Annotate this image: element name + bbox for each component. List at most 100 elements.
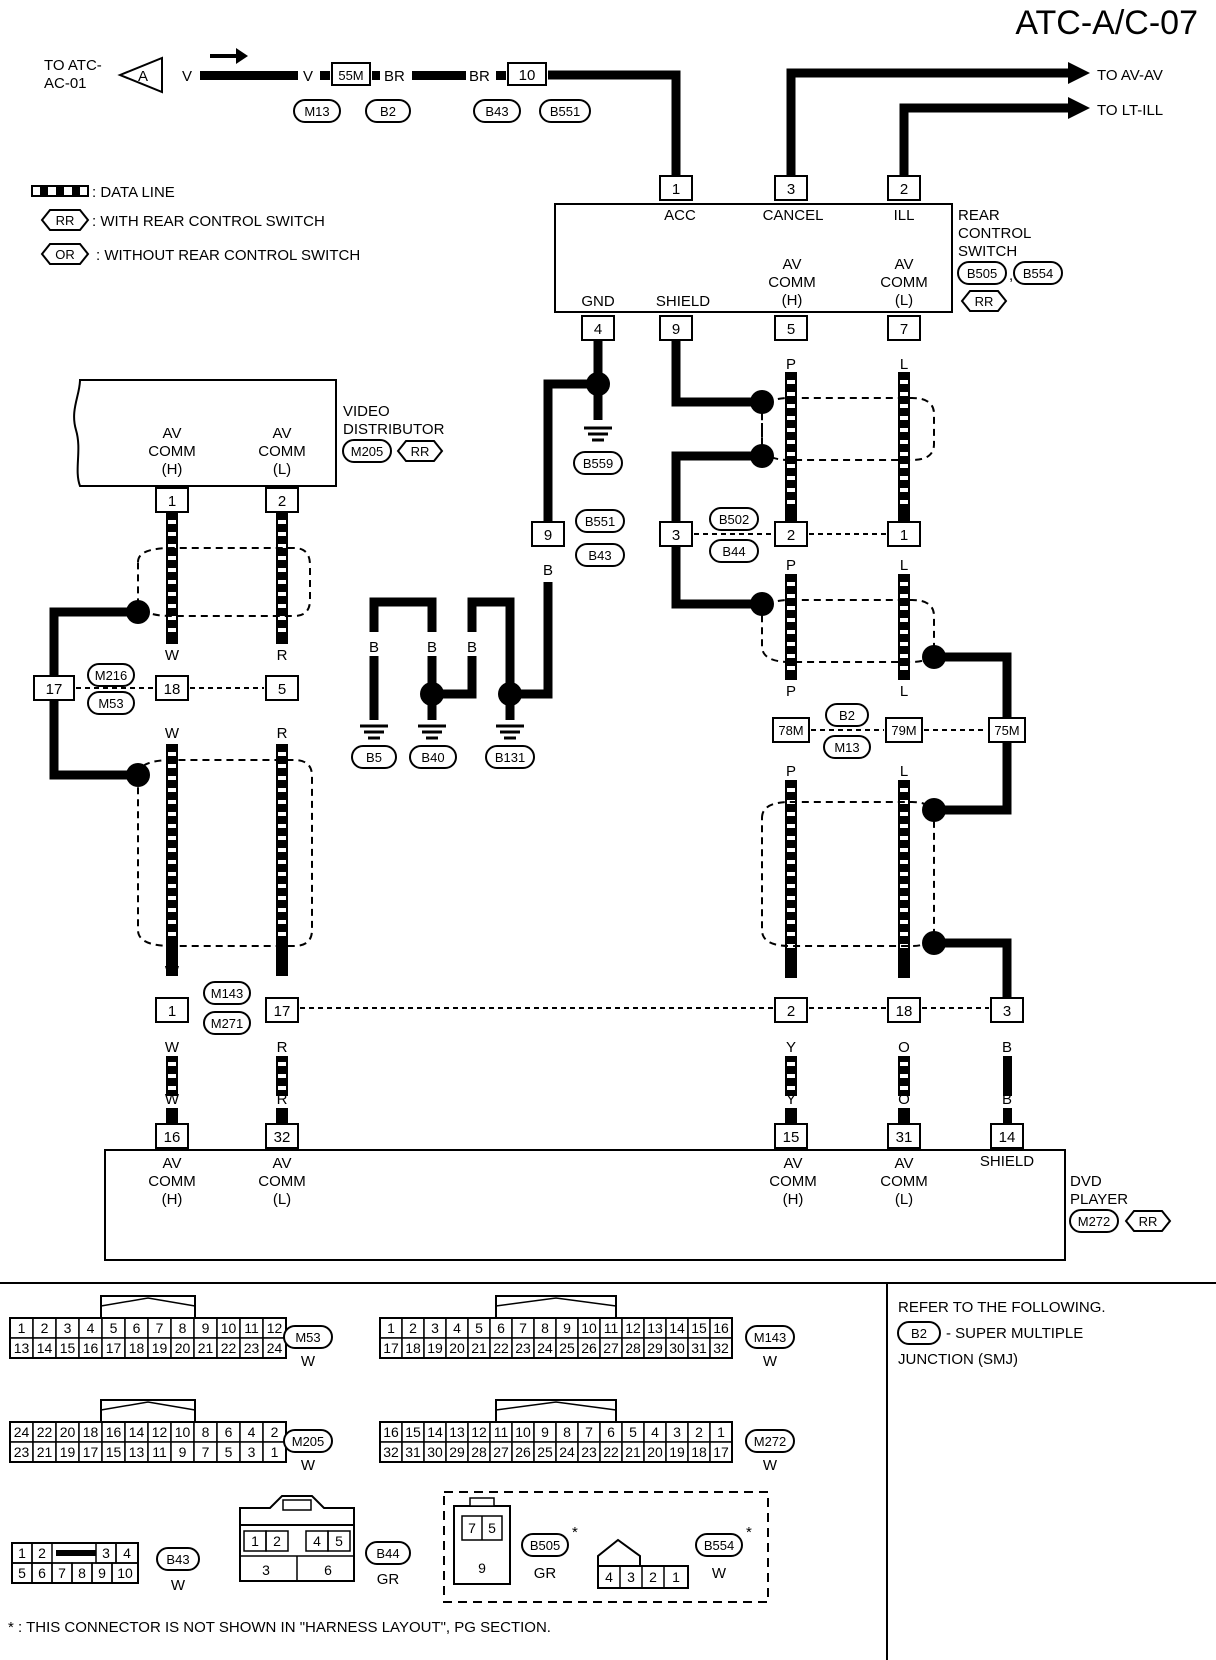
connector-ref-label: M205 [292, 1434, 325, 1449]
svg-text:GR: GR [377, 1571, 400, 1588]
svg-text:COMM: COMM [769, 1173, 817, 1190]
connector-18-m143: 18 [887, 997, 921, 1023]
pin-number: 15 [60, 1340, 76, 1356]
pin-number: 8 [179, 1320, 187, 1336]
connector-1-b502: 1 [887, 521, 921, 547]
wire-r-5: R [277, 1091, 288, 1108]
rcs-name-2: CONTROL [958, 225, 1031, 242]
ref-m13: M13 [293, 99, 341, 123]
wire-p-2: P [786, 557, 796, 574]
legend: : DATA LINE RR : WITH REAR CONTROL SWITC… [31, 184, 360, 265]
connector-color: W [763, 1457, 778, 1474]
wire-y-2: Y [786, 1091, 796, 1108]
svg-text:SHIELD: SHIELD [656, 293, 710, 310]
wire-w-4: W [165, 1039, 180, 1056]
svg-text:9: 9 [672, 321, 680, 338]
svg-text:78M: 78M [778, 723, 803, 738]
pin-number: 5 [225, 1444, 233, 1460]
svg-text:(H): (H) [782, 292, 803, 309]
footnote: * : THIS CONNECTOR IS NOT SHOWN IN "HARN… [8, 1619, 551, 1636]
pin-number: 2 [41, 1320, 49, 1336]
svg-text:1: 1 [168, 493, 176, 510]
svg-text:32: 32 [274, 1129, 291, 1146]
svg-text:CANCEL: CANCEL [763, 207, 824, 224]
wire-w-2: W [165, 725, 180, 742]
ref-b43-top: B43 [473, 99, 521, 123]
svg-text:AV: AV [895, 1155, 914, 1172]
to-lt-label: TO LT-ILL [1097, 102, 1163, 119]
pin-number: 7 [519, 1320, 527, 1336]
pin-number: 10 [221, 1320, 237, 1336]
svg-text:1: 1 [251, 1533, 259, 1549]
svg-text:55M: 55M [338, 68, 363, 83]
svg-text:(L): (L) [273, 461, 291, 478]
pin-number: 20 [175, 1340, 191, 1356]
svg-text:(H): (H) [162, 461, 183, 478]
svg-text:COMM: COMM [258, 443, 306, 460]
svg-text:B502: B502 [719, 512, 749, 527]
pin-number: 7 [156, 1320, 164, 1336]
connector-view-b505: 7 5 9 B505 * GR [453, 1497, 578, 1585]
pin-number: 4 [651, 1424, 659, 1440]
svg-text:1: 1 [18, 1545, 26, 1561]
rcs-pin-1: 1 ACC [659, 175, 696, 224]
svg-text:4: 4 [123, 1545, 131, 1561]
svg-text:5: 5 [278, 681, 286, 698]
svg-text:(L): (L) [273, 1191, 291, 1208]
ref-b5: B5 [351, 745, 397, 769]
wire-w-5: W [165, 1091, 180, 1108]
svg-text:7: 7 [468, 1520, 476, 1536]
svg-text:M143: M143 [211, 986, 244, 1001]
wire-right-h-3 [785, 780, 797, 960]
pin-number: 17 [713, 1444, 729, 1460]
connector-3-b502: 3 [659, 521, 693, 547]
pin-number: 25 [537, 1444, 553, 1460]
svg-text:5: 5 [787, 321, 795, 338]
pin-number: 30 [427, 1444, 443, 1460]
wire-l-1: L [900, 356, 908, 373]
wire-right-l-1 [898, 372, 910, 522]
svg-text:1: 1 [168, 1003, 176, 1020]
refer-box: REFER TO THE FOLLOWING. B2 - SUPER MULTI… [897, 1299, 1106, 1368]
pin-number: 25 [559, 1340, 575, 1356]
svg-text:31: 31 [896, 1129, 913, 1146]
pin-number: 13 [14, 1340, 30, 1356]
connector-color: W [763, 1353, 778, 1370]
svg-text:10: 10 [117, 1565, 133, 1581]
ref-b40: B40 [409, 745, 457, 769]
dvd-pin-16: 16 AV COMM (H) [148, 1123, 196, 1208]
pin-number: 11 [152, 1444, 167, 1460]
svg-text:2: 2 [278, 493, 286, 510]
wire-r-1: R [277, 647, 288, 664]
svg-text:COMM: COMM [148, 443, 196, 460]
ref-b2-mid: B2 [825, 703, 869, 727]
pin-number: 20 [647, 1444, 663, 1460]
svg-text:1: 1 [672, 1569, 680, 1585]
ref-m216: M216 [87, 663, 135, 687]
svg-text:(L): (L) [895, 292, 913, 309]
wire-o-2: O [898, 1091, 910, 1108]
pin-number: 6 [607, 1424, 615, 1440]
pin-number: 19 [669, 1444, 685, 1460]
wire-color-br2: BR [469, 68, 490, 85]
wire-b-mid: B [543, 562, 553, 579]
pin-number: 11 [244, 1320, 259, 1336]
dvd-name-2: PLAYER [1070, 1191, 1128, 1208]
pin-number: 3 [431, 1320, 439, 1336]
pin-number: 1 [387, 1320, 395, 1336]
pin-number: 17 [83, 1444, 99, 1460]
pin-number: 1 [271, 1444, 279, 1460]
pin-number: 21 [625, 1444, 641, 1460]
svg-text:(L): (L) [895, 1191, 913, 1208]
pin-number: 30 [669, 1340, 685, 1356]
pin-number: 10 [515, 1424, 531, 1440]
svg-text:2: 2 [900, 181, 908, 198]
wire-p-4: P [786, 763, 796, 780]
connector-color: W [301, 1457, 316, 1474]
svg-text:RR: RR [1139, 1214, 1158, 1229]
pin-number: 13 [449, 1424, 465, 1440]
connector-ref-label: M272 [754, 1434, 787, 1449]
wire-right-h-2 [785, 574, 797, 680]
pin-number: 23 [244, 1340, 260, 1356]
